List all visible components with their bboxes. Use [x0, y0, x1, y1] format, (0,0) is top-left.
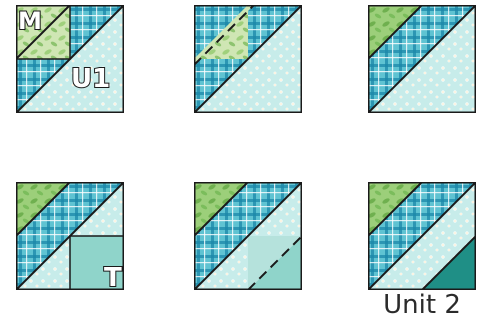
block-step-6-unit-2 [368, 182, 476, 290]
label-m: M [18, 7, 42, 35]
caption-unit-2: Unit 2 [360, 290, 481, 320]
block-step-2 [194, 5, 302, 113]
block-step-3 [368, 5, 476, 113]
block-step-5 [194, 182, 302, 290]
block-step-4: T [16, 182, 124, 290]
label-u1: U1 [71, 64, 110, 94]
block-step-1: M U1 [16, 5, 124, 113]
label-t: T [104, 263, 122, 290]
